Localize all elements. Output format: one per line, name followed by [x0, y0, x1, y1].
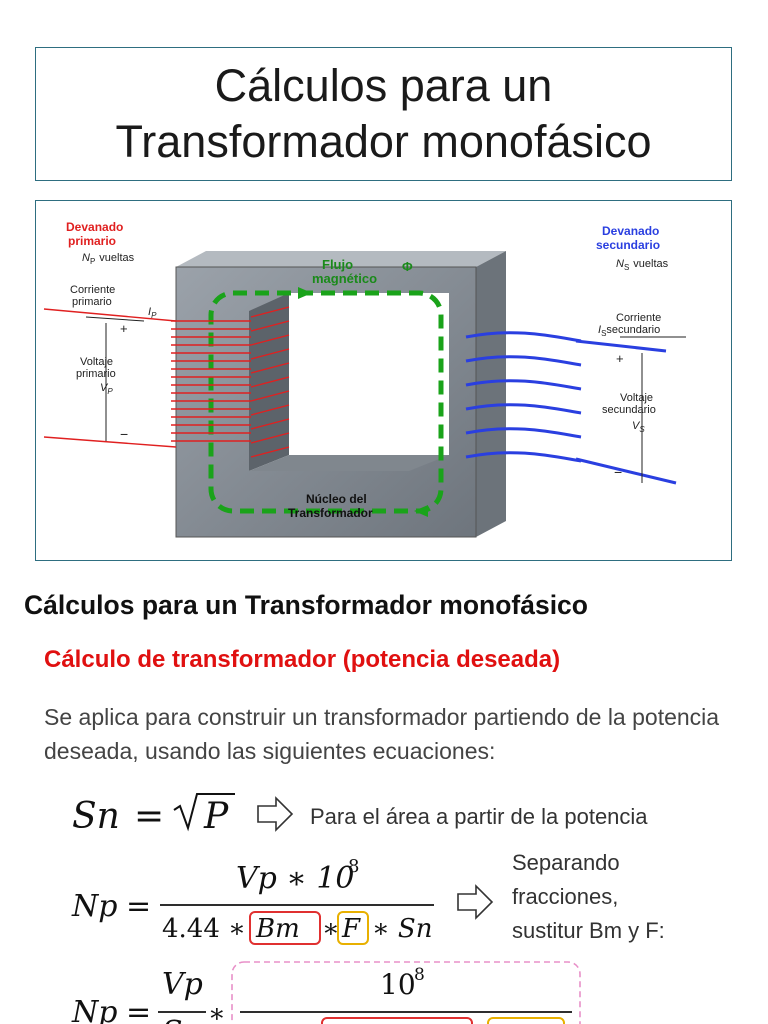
eq3-den1: Sn: [162, 1015, 202, 1024]
eq3-f-box: [487, 1017, 565, 1024]
equations: Sn = P Para el área a partir de la poten…: [71, 793, 665, 1024]
eq2-den-sn: ∗ Sn: [372, 914, 433, 944]
equation-3: Np = Vp Sn ∗ 10 8: [71, 961, 581, 1024]
bm-highlight-box: [249, 911, 321, 945]
section-heading: Cálculos para un Transformador monofásic…: [24, 590, 588, 620]
secondary-title-1: Devanado: [602, 224, 659, 238]
transformer-core: [175, 251, 506, 538]
primary-turns-sym: N: [82, 252, 90, 264]
secondary-winding: [465, 331, 677, 485]
secondary-minus: −: [614, 464, 622, 480]
primary-current-sub: P: [151, 311, 157, 320]
eq1-radicand: P: [203, 796, 229, 837]
secondary-title-2: secundario: [596, 238, 660, 252]
equation-2: Np = Vp ∗ 10 8 4.44 ∗ Bm ∗ F ∗ Sn: [71, 856, 434, 945]
secondary-current-label: ISsecundario: [598, 324, 660, 338]
eq3-num2-exp: 8: [414, 965, 425, 985]
eq1-note: Para el área a partir de la potencia: [310, 804, 648, 829]
eq1-lhs: Sn: [72, 796, 120, 837]
primary-plus: +: [120, 321, 128, 336]
secondary-current-1: Corriente: [616, 312, 661, 324]
secondary-voltage-label: VS: [632, 420, 645, 434]
eq2-lhs: Np: [71, 889, 117, 924]
eq3-lhs: Np: [71, 995, 117, 1024]
primary-title-2: primario: [68, 234, 116, 248]
secondary-voltage-2: secundario: [602, 404, 656, 416]
primary-voltage-sub: P: [107, 387, 113, 396]
secondary-current-sub: S: [601, 329, 606, 338]
eq3-star: ∗: [208, 999, 226, 1024]
core-label-1: Núcleo del: [306, 492, 367, 506]
eq2-note-3: sustitur Bm y F:: [512, 918, 665, 943]
eq3-num2: 10: [380, 968, 416, 1001]
title-box: Cálculos para un Transformador monofásic…: [35, 47, 732, 181]
eq2-den-f: F: [341, 914, 361, 944]
secondary-current-text: secundario: [606, 324, 660, 336]
flux-arrow-top: [298, 287, 312, 299]
primary-voltage-sym: V: [100, 382, 109, 394]
eq2-equals: =: [126, 889, 151, 924]
eq1-equals: =: [134, 796, 164, 837]
eq2-den-a: 4.44 ∗: [162, 914, 246, 944]
flux-path: [208, 290, 444, 514]
eq2-numerator-exp: 8: [348, 856, 359, 877]
sqrt-sign: [173, 793, 235, 832]
core-label-2: Transformador: [288, 506, 373, 520]
right-arrow-icon: [457, 884, 494, 920]
primary-title-1: Devanado: [66, 220, 123, 234]
secondary-voltage-sub: S: [639, 425, 645, 434]
f-highlight-box: [337, 911, 369, 945]
primary-turns-sub: P: [90, 257, 95, 266]
eq2-note-1: Separando: [512, 850, 620, 875]
subsection-heading: Cálculo de transformador (potencia desea…: [44, 646, 561, 673]
primary-voltage-1: Voltaje: [80, 356, 113, 368]
secondary-voltage-1: Voltaje: [620, 392, 653, 404]
title-line-2: Transformador monofásico: [115, 116, 652, 167]
secondary-turns-sub: S: [624, 263, 629, 272]
secondary-current-sym: I: [598, 324, 601, 336]
secondary-turns-text: vueltas: [633, 258, 668, 270]
eq3-equals: =: [126, 995, 151, 1024]
primary-current-label: IP: [148, 306, 157, 320]
flux-label-2: magnético: [312, 271, 377, 286]
primary-minus: −: [120, 426, 128, 442]
primary-current-sym: I: [148, 306, 151, 318]
primary-current-arrow: [85, 316, 145, 322]
primary-voltage-label: VP: [100, 382, 113, 396]
primary-current-2: primario: [72, 296, 112, 308]
primary-voltage-2: primario: [76, 368, 116, 380]
secondary-plus: +: [616, 351, 624, 366]
intro-paragraph: Se aplica para construir un transformado…: [44, 704, 720, 764]
secondary-turns-sym: N: [616, 258, 624, 270]
primary-turns-text: vueltas: [99, 252, 134, 264]
flux-symbol: Φ: [402, 259, 413, 274]
dashed-highlight-box: [231, 961, 581, 1024]
eq3-num1: Vp: [162, 967, 203, 1002]
eq2-den-star: ∗: [322, 914, 340, 944]
primary-current-1: Corriente: [70, 284, 115, 296]
eq2-note-2: fracciones,: [512, 884, 618, 909]
flux-label-1: Flujo: [322, 257, 353, 272]
eq3-bm-box: [321, 1017, 473, 1024]
eq2-den-bm: Bm: [255, 914, 300, 944]
eq2-numerator: Vp ∗ 10: [236, 861, 355, 896]
equation-1: Sn = P: [72, 793, 235, 837]
right-arrow-icon: [257, 796, 294, 832]
secondary-voltage-sym: V: [632, 420, 641, 432]
flux-arrow-bottom: [414, 505, 428, 517]
title-line-1: Cálculos para un: [214, 60, 553, 111]
primary-winding: [43, 306, 290, 458]
